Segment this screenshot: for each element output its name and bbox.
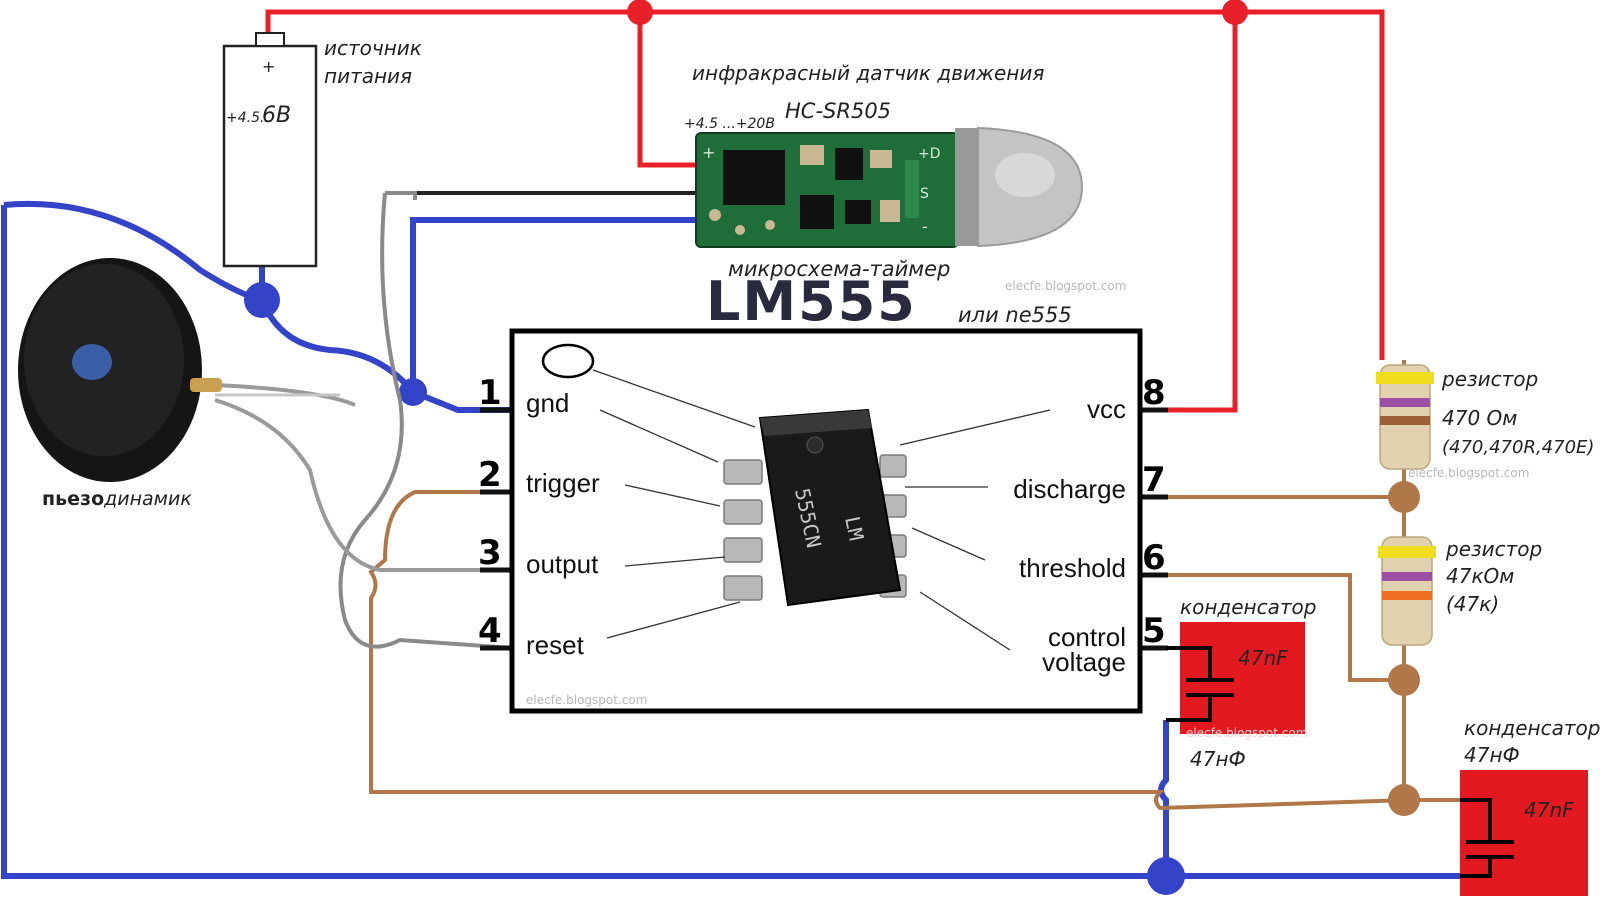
sensor-voltage: +4.5 ...+20В [684,116,775,132]
pin-number-6: 6 [1142,538,1166,578]
chip-name: LM555 [706,270,917,333]
sensor-title: инфракрасный датчик движения [692,61,1044,85]
signal-junction [1388,664,1420,696]
resistor2-alt: (47к) [1446,592,1499,616]
sensor-pin-d: +D [918,146,941,162]
pin-label-threshold: threshold [1019,553,1126,583]
resistor2-label: резистор [1445,537,1542,561]
ground-junction [244,282,280,318]
pin-label-trigger: trigger [526,468,600,498]
sensor-pin-s: S [920,186,929,202]
chip-caption: микросхема-таймер [728,257,950,281]
pin1-notch-marker [541,343,595,379]
speaker-label: пьезодинамик [42,488,192,510]
sensor-wires [214,191,700,650]
capacitor1-label: конденсатор [1180,595,1316,619]
signal-junction [1388,481,1420,513]
pin-number-3: 3 [478,533,502,573]
capacitor2-value-in: 47nF [1524,798,1574,822]
chip-alt-name: или ne555 [958,303,1072,327]
power-junction [627,0,653,25]
capacitor2-label-2: 47нФ [1464,743,1520,767]
chip-marking-1: LM [840,514,868,543]
sensor-pin-minus: - [922,217,928,236]
pin-label-output: output [526,549,599,579]
battery-plus: + [262,57,275,76]
pin-number-1: 1 [478,373,502,413]
ground-junction [1147,857,1185,895]
power-junction [1222,0,1248,25]
pin-label-voltage: voltage [1042,647,1126,677]
battery-label-2: питания [324,64,412,88]
battery-label-1: источник [324,36,422,60]
pin-number-2: 2 [478,455,502,495]
capacitor1 [1166,622,1305,734]
capacitor2-label-1: конденсатор [1464,716,1600,740]
capacitor1-value-in: 47nF [1238,646,1288,670]
battery: + +4.5... 6В [222,32,318,268]
pir-sensor-board: + +D S - [695,126,1084,248]
speaker-label-1: пьезо [42,488,104,510]
pin-label-control: control [1048,622,1126,652]
speaker-label-2: динамик [103,488,192,510]
watermark-small: elecfe.blogspot.com [1005,279,1126,293]
sensor-pin-plus: + [702,143,715,162]
pin-number-8: 8 [1142,373,1166,413]
resistor2-value: 47кОм [1446,564,1514,588]
pin-label-gnd: gnd [526,388,569,418]
resistor1-value: 470 Ом [1442,406,1517,430]
power-wires [265,9,1385,413]
pin-label-vcc: vcc [1087,394,1126,424]
signal-junction [1388,784,1420,816]
pin-number-7: 7 [1142,460,1166,500]
resistor-470 [1376,364,1434,470]
resistor-47k [1378,536,1436,646]
battery-voltage-big: 6В [262,103,291,128]
pin-number-4: 4 [478,611,502,651]
capacitor1-value-out: 47нФ [1190,747,1246,771]
resistor1-alt: (470,470R,470E) [1442,437,1594,458]
watermark-resistor: elecfe.blogspot.com [1408,466,1529,480]
pin-label-reset: reset [526,630,585,660]
capacitor2 [1460,770,1588,896]
ic-leads [480,407,1168,651]
piezo-speaker [18,258,222,482]
watermark-capacitor: elecfe.blogspot.com [1186,726,1307,740]
ground-junction [399,378,427,406]
battery-voltage-small: +4.5... [226,110,273,126]
resistor1-label: резистор [1441,367,1538,391]
dip8-chip-photo: LM 555CN [723,408,907,607]
pin-number-5: 5 [1142,611,1166,651]
pin-pointer-lines [592,369,1051,651]
watermark-box: elecfe.blogspot.com [526,693,647,707]
ground-wires [1,200,1460,879]
sensor-model: HC-SR505 [785,99,891,123]
pin-label-discharge: discharge [1013,474,1126,504]
